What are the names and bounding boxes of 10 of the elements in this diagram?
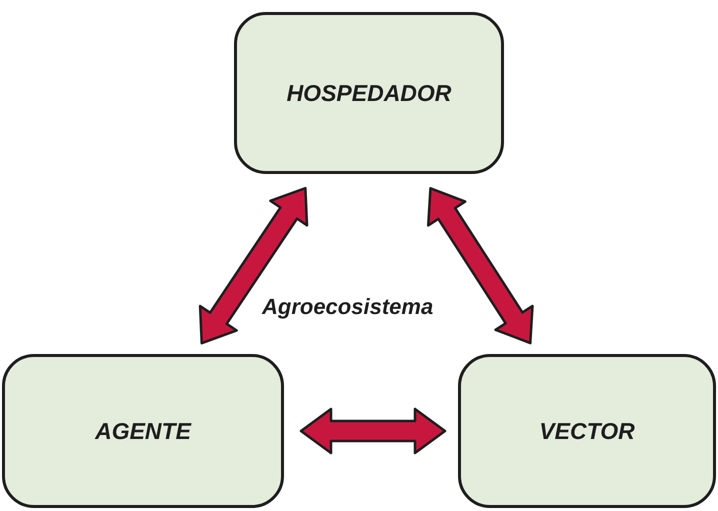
node-label: AGENTE <box>95 418 191 444</box>
rounded-box <box>458 354 716 508</box>
double-arrow <box>198 186 308 344</box>
double-arrow <box>426 187 534 344</box>
center-label: Agroecosistema <box>262 294 434 320</box>
rounded-box <box>234 12 504 174</box>
node-label: VECTOR <box>539 418 635 444</box>
rounded-box <box>2 354 284 508</box>
double-arrow <box>300 408 446 454</box>
node-label: HOSPEDADOR <box>286 80 452 106</box>
